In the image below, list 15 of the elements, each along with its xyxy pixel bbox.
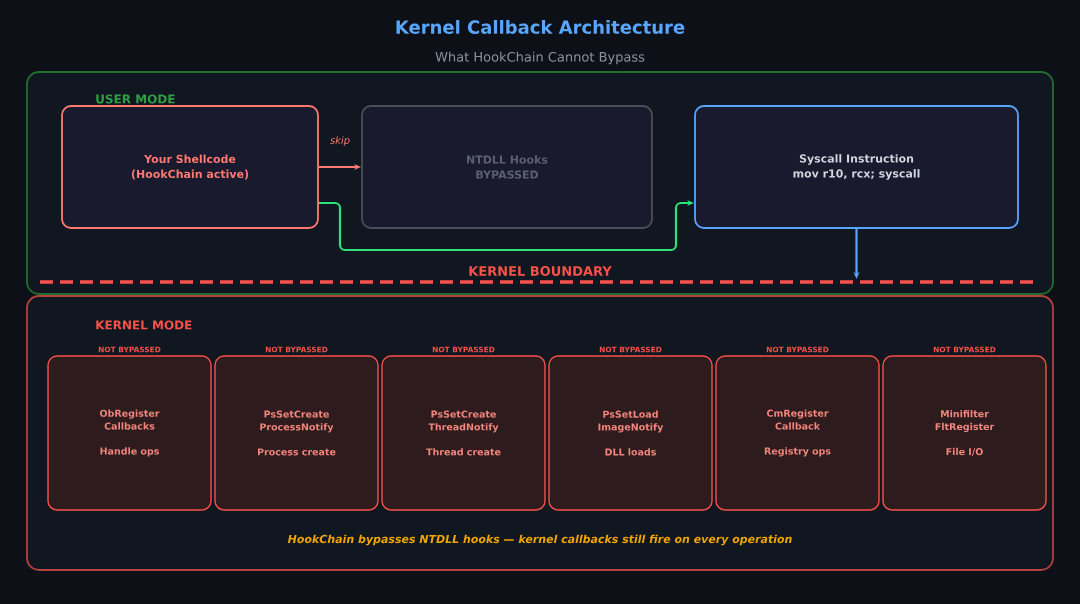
panel-heading: KERNEL MODE: [96, 320, 192, 330]
callback-box: Minifilter FltRegister File I/O: [882, 355, 1047, 511]
subtitle: What HookChain Cannot Bypass: [435, 51, 645, 65]
callback-box: PsSetCreate ProcessNotify Process create: [214, 355, 379, 511]
callback-box: PsSetLoad ImageNotify DLL loads: [548, 355, 713, 511]
process-box: NTDLL Hooks BYPASSED: [361, 105, 653, 229]
callback-box: PsSetCreate ThreadNotify Thread create: [381, 355, 546, 511]
panel-heading: USER MODE: [96, 94, 175, 104]
title: Kernel Callback Architecture: [396, 20, 685, 34]
process-box: Your Shellcode (HookChain active): [61, 105, 319, 229]
boundary-label: KERNEL BOUNDARY: [469, 266, 612, 276]
process-box: Syscall Instruction mov r10, rcx; syscall: [694, 105, 1019, 229]
note-text: HookChain bypasses NTDLL hooks — kernel callbacks still fire on every operation: [287, 534, 792, 546]
callback-box: CmRegister Callback Registry ops: [715, 355, 880, 511]
callback-box: ObRegister Callbacks Handle ops: [47, 355, 212, 511]
